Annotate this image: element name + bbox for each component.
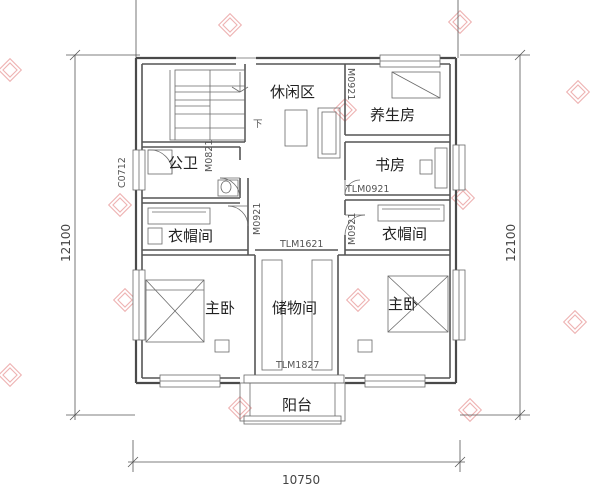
code-m0921-right: M0921	[347, 213, 358, 245]
room-label-leisure: 休闲区	[270, 83, 315, 101]
stair-down-label: 下	[253, 119, 263, 130]
dim-width-bottom: 10750	[282, 473, 320, 487]
code-m0921-top: M0921	[345, 68, 356, 100]
code-tlm0921: TLM0921	[345, 184, 389, 195]
watermark-logo-7	[227, 395, 253, 421]
room-label-balcony: 阳台	[282, 396, 312, 414]
furniture	[145, 71, 449, 371]
room-label-toilet: 公卫	[168, 154, 198, 172]
watermark-logo-13	[332, 97, 358, 123]
room-labels: 休闲区 养生房 公卫 书房 衣帽间 衣帽间 主卧 储物间 主卧 阳台	[168, 83, 427, 414]
windows	[132, 54, 466, 388]
watermark-logo-2	[0, 362, 23, 388]
watermark-logo-11	[450, 185, 476, 211]
dim-height-left: 12100	[59, 224, 73, 262]
watermark-logo-10	[565, 79, 591, 105]
watermark-logo-5	[112, 287, 138, 313]
code-m0921-left: M0921	[252, 203, 263, 235]
watermark-logo-3	[107, 192, 133, 218]
room-label-cloak-left: 衣帽间	[168, 227, 213, 245]
watermark-logo-4	[217, 12, 243, 38]
door-window-codes: M0921 M0821 C0712 TLM0921 M0921 TLM1621 …	[117, 68, 389, 371]
code-c0712: C0712	[117, 157, 128, 188]
code-tlm1827: TLM1827	[275, 360, 319, 371]
code-m0821: M0821	[204, 140, 215, 172]
balcony	[239, 382, 346, 425]
watermark-logo-8	[457, 397, 483, 423]
watermark-logo-9	[447, 9, 473, 35]
room-label-cloak-right: 衣帽间	[382, 225, 427, 243]
staircase: 下	[169, 69, 263, 141]
watermark-logo-1	[0, 57, 23, 83]
code-tlm1621: TLM1621	[279, 239, 323, 250]
room-label-master-left: 主卧	[205, 299, 235, 317]
watermark-logo-12	[562, 309, 588, 335]
dimension-labels: 12100 12100 10750	[59, 224, 518, 487]
doors	[219, 57, 366, 236]
room-label-storage: 储物间	[272, 299, 317, 317]
watermark-logos	[0, 9, 591, 423]
room-label-master-right: 主卧	[388, 295, 418, 313]
dimension-lines	[66, 0, 530, 472]
room-label-study: 书房	[375, 156, 405, 174]
dim-height-right: 12100	[504, 224, 518, 262]
room-label-wellness: 养生房	[370, 106, 415, 124]
watermark-logo-6	[345, 287, 371, 313]
